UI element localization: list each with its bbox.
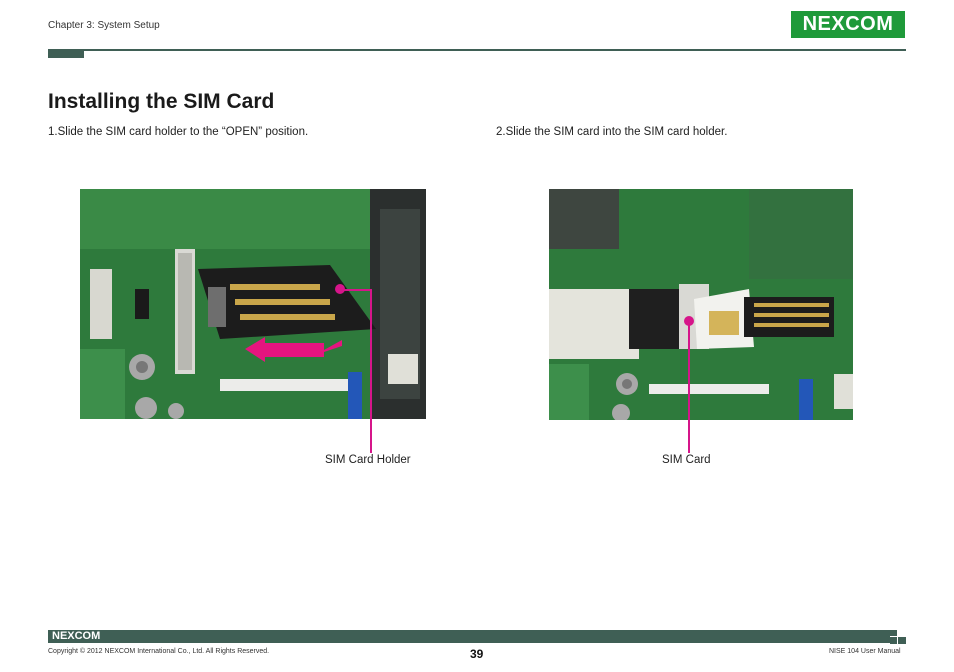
manual-name: NISE 104 User Manual bbox=[829, 648, 901, 655]
callout-1-vertical-line bbox=[370, 289, 372, 453]
sim-card-photo-illustration bbox=[549, 189, 853, 420]
header-rule bbox=[48, 49, 906, 51]
sim-card-label: SIM Card bbox=[662, 454, 711, 466]
footer-logo: NEXCOM bbox=[52, 630, 101, 642]
logo-text: NEXCOM bbox=[802, 13, 894, 35]
footer-squares-icon bbox=[890, 630, 906, 644]
sim-card-holder-label: SIM Card Holder bbox=[325, 454, 411, 466]
nexcom-logo: NEXCOM bbox=[791, 11, 905, 38]
sim-holder-photo bbox=[80, 189, 426, 419]
chapter-heading: Chapter 3: System Setup bbox=[48, 20, 160, 31]
sim-card-photo bbox=[549, 189, 853, 420]
footer-bar bbox=[48, 630, 890, 643]
header-accent-block bbox=[48, 49, 84, 58]
page-number: 39 bbox=[470, 647, 484, 661]
step-1-text: 1.Slide the SIM card holder to the “OPEN… bbox=[48, 126, 309, 138]
sim-holder-photo-illustration bbox=[80, 189, 426, 419]
callout-2-vertical-line bbox=[688, 321, 690, 453]
page-title: Installing the SIM Card bbox=[48, 90, 275, 113]
step-2-text: 2.Slide the SIM card into the SIM card h… bbox=[496, 126, 728, 138]
copyright-text: Copyright © 2012 NEXCOM International Co… bbox=[48, 648, 270, 655]
callout-1-horizontal-line bbox=[340, 289, 372, 291]
